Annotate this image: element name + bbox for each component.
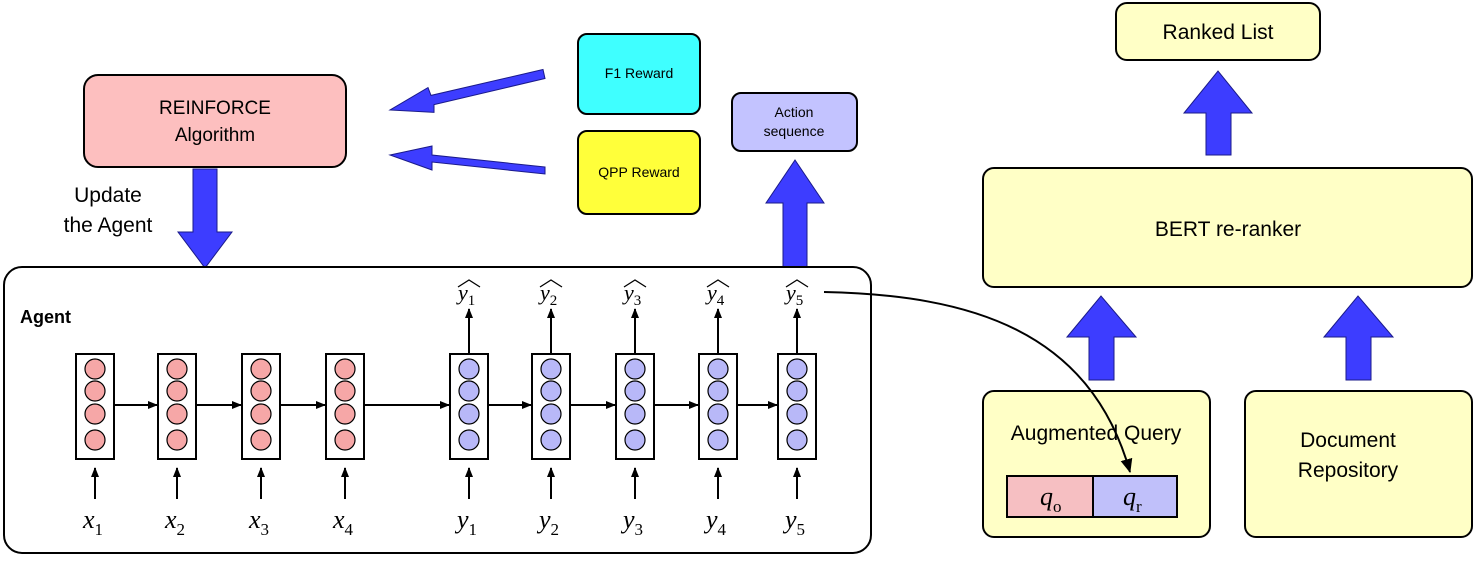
encoder-input-label-1: x1 [82, 505, 103, 539]
document-repository-box: Document Repository [1244, 390, 1473, 538]
decoder-cell-2 [531, 353, 571, 460]
agent-title: Agent [20, 307, 71, 327]
update-agent-arrow [177, 168, 233, 269]
decoder-input-label-4: y4 [703, 505, 727, 539]
update-agent-label-line1: Update [74, 184, 142, 207]
reinforce-algorithm-box: REINFORCE Algorithm [83, 74, 347, 168]
action-sequence-line1: Action [775, 104, 814, 120]
encoder-cell-4 [325, 353, 365, 460]
hat-mark-2 [539, 279, 563, 288]
hat-mark-4 [706, 279, 730, 288]
decoder-input-label-3: y3 [620, 505, 643, 539]
hat-mark-1 [457, 279, 481, 288]
augmented-query-to-bert-arrow [1065, 295, 1138, 381]
decoder-input-label-5: y5 [782, 505, 805, 539]
document-repository-to-bert-arrow [1322, 295, 1395, 381]
bert-to-ranked-list-arrow [1182, 70, 1254, 156]
action-sequence-box: Action sequence [731, 92, 858, 152]
reinforce-label-line2: Algorithm [175, 125, 255, 146]
hat-mark-5 [785, 279, 809, 288]
q-r-segment [1092, 475, 1178, 518]
action-sequence-arrow [765, 159, 825, 268]
decoder-cell-5 [777, 353, 817, 460]
augmented-query-label: Augmented Query [1011, 422, 1182, 445]
q-r-symbol: qr [1123, 482, 1142, 516]
reinforce-label-line1: REINFORCE [159, 98, 271, 119]
f1-reward-arrow [388, 68, 546, 113]
document-repository-line2: Repository [1298, 459, 1399, 482]
f1-reward-label: F1 Reward [605, 65, 673, 81]
encoder-input-label-3: x3 [248, 505, 269, 539]
decoder-input-label-2: y2 [536, 505, 559, 539]
augmented-query-box: Augmented Query qo qr [982, 390, 1211, 538]
encoder-input-label-4: x4 [332, 505, 354, 539]
decoder-input-label-1: y1 [454, 505, 477, 539]
encoder-cell-1 [75, 353, 115, 460]
decoder-cell-4 [698, 353, 738, 460]
encoder-cell-3 [241, 353, 281, 460]
y5-to-query-curve-arrow [823, 291, 1133, 473]
update-agent-label-line2: the Agent [64, 214, 153, 237]
qpp-reward-box: QPP Reward [577, 130, 701, 215]
f1-reward-box: F1 Reward [577, 33, 701, 115]
bert-reranker-label: BERT re-ranker [1155, 218, 1301, 241]
document-repository-line1: Document [1300, 429, 1396, 452]
encoder-input-label-2: x2 [164, 505, 185, 539]
bert-reranker-box: BERT re-ranker [982, 167, 1473, 288]
encoder-cell-2 [157, 353, 197, 460]
action-sequence-line2: sequence [764, 123, 825, 139]
ranked-list-label: Ranked List [1163, 21, 1274, 44]
hat-mark-3 [623, 279, 647, 288]
decoder-cell-1 [449, 353, 489, 460]
qpp-reward-label: QPP Reward [598, 164, 679, 180]
qpp-reward-arrow [388, 145, 546, 175]
decoder-cell-3 [615, 353, 655, 460]
agent-container [3, 266, 872, 554]
q-o-symbol: qo [1040, 482, 1062, 516]
ranked-list-box: Ranked List [1115, 2, 1321, 61]
